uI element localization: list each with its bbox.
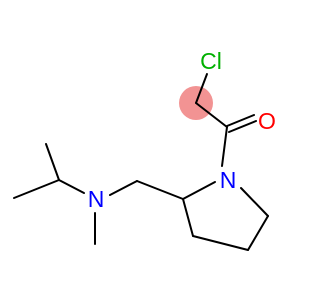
bond-ring-c5-c4	[247, 215, 269, 251]
bond-carbonyl-ring-n	[221, 126, 228, 167]
bond-ch2-carbonyl	[195, 102, 228, 128]
bond-carbonyl-oxygen-1	[226, 114, 255, 127]
bond-ring-c4-c3	[192, 235, 249, 251]
bond-carbonyl-oxygen-2	[228, 120, 257, 133]
oxygen-atom-label: O	[258, 108, 276, 134]
bond-methylene-amine-n	[109, 180, 138, 196]
bond-isopropyl-methyl-up	[45, 143, 60, 181]
chlorine-atom-label: Cl	[200, 48, 222, 74]
bond-amine-n-isopropyl	[58, 179, 85, 194]
ring-nitrogen-atom-label: N	[220, 167, 237, 193]
bond-ring-n-c2	[182, 181, 216, 200]
bond-c2-methylene	[136, 180, 184, 200]
bond-ring-c3-c2	[182, 198, 194, 237]
molecule-diagram: Cl O N N	[13, 48, 276, 251]
amine-nitrogen-atom-label: N	[88, 186, 105, 212]
bond-ring-n-c5	[240, 187, 269, 217]
structure-canvas: Cl O N N	[13, 48, 276, 251]
bond-cl-ch2	[195, 73, 208, 104]
bond-isopropyl-methyl-left	[13, 179, 60, 199]
